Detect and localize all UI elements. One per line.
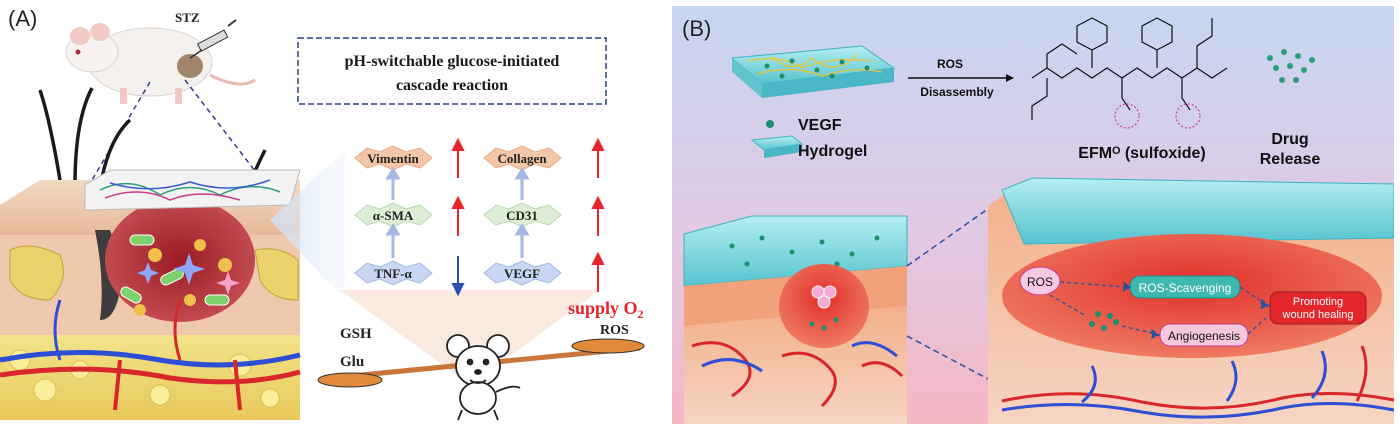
small-skin-block xyxy=(683,215,908,424)
title-line-2: cascade reaction xyxy=(396,77,508,94)
drug-label-2: Release xyxy=(1260,151,1321,168)
ros-scavenging-label: ROS-Scavenging xyxy=(1139,281,1232,295)
title-box xyxy=(297,37,607,105)
svg-text:CD31: CD31 xyxy=(506,208,538,223)
glu-label: Glu xyxy=(340,354,364,370)
marker-alpha-sma: α-SMA xyxy=(354,202,433,228)
svg-text:α-SMA: α-SMA xyxy=(373,208,414,223)
panel-a-label: (A) xyxy=(8,6,37,31)
svg-text:Vimentin: Vimentin xyxy=(367,151,419,166)
panel-b-label: (B) xyxy=(682,16,711,41)
hydrogel-sheet xyxy=(730,45,896,98)
ros-arrow-label: ROS xyxy=(937,57,963,71)
svg-text:Collagen: Collagen xyxy=(497,151,547,166)
molecule-label: EFMᴼ (sulfoxide) xyxy=(1078,145,1205,162)
svg-text:VEGF: VEGF xyxy=(504,266,540,281)
legend-vegf: VEGF xyxy=(798,117,842,134)
promoting-label-1: Promoting xyxy=(1293,296,1343,308)
promoting-label-2: wound healing xyxy=(1282,309,1354,321)
angiogenesis-label: Angiogenesis xyxy=(1168,329,1240,343)
hydrogel-legend-icon xyxy=(750,135,804,158)
stz-label: STZ xyxy=(175,10,200,25)
ros-bubble-label: ROS xyxy=(1027,275,1053,289)
ros-label-a: ROS xyxy=(600,323,629,338)
large-skin-block xyxy=(988,177,1394,424)
rat-illustration xyxy=(65,23,256,104)
promoting-box xyxy=(1269,291,1367,325)
marker-tnf-alpha: TNF-α xyxy=(354,260,433,286)
svg-text:TNF-α: TNF-α xyxy=(374,266,412,281)
legend-hydrogel: Hydrogel xyxy=(798,143,867,160)
syringe-icon xyxy=(189,19,237,59)
drug-label-1: Drug xyxy=(1271,131,1308,148)
disassembly-label: Disassembly xyxy=(920,85,994,99)
marker-vegf: VEGF xyxy=(483,260,562,286)
peptide-molecule xyxy=(1031,17,1228,129)
gsh-label: GSH xyxy=(340,326,372,342)
drug-release-dots xyxy=(1267,49,1315,83)
skin-block xyxy=(0,169,301,420)
cartoon-mouse xyxy=(446,334,521,421)
balance-shading xyxy=(340,290,600,385)
marker-collagen: Collagen xyxy=(483,145,562,171)
up-arrows xyxy=(451,137,605,292)
panel-b: (B) ROS Disassembly xyxy=(672,6,1394,424)
panel-a: (A) STZ xyxy=(0,6,645,421)
zoom-cone xyxy=(270,150,345,300)
supply-o2-label: supply O2 xyxy=(568,298,644,321)
title-line-1: pH-switchable glucose-initiated xyxy=(345,53,560,70)
ros-bubble xyxy=(1019,266,1061,296)
marker-vimentin: Vimentin xyxy=(354,145,433,171)
down-arrow xyxy=(451,256,465,297)
vegf-legend-dot xyxy=(766,120,774,128)
marker-cd31: CD31 xyxy=(483,202,562,228)
